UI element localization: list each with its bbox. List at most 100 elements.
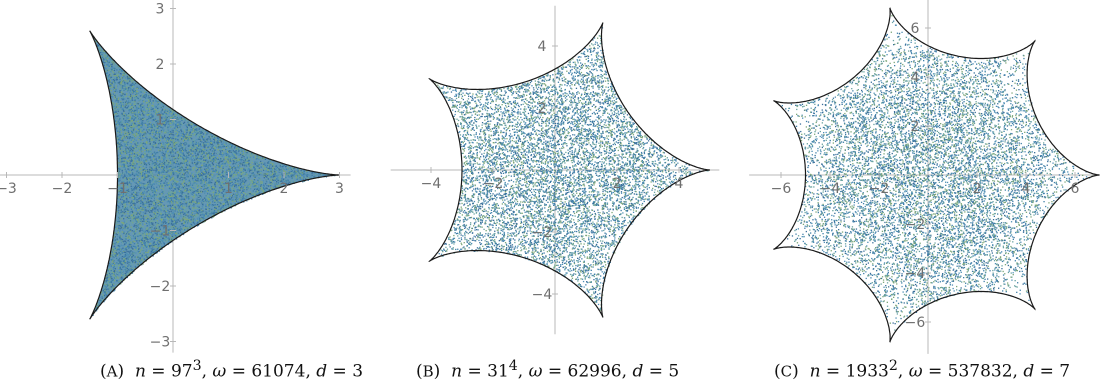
scatter-point: [209, 165, 212, 167]
scatter-point: [119, 271, 121, 273]
scatter-point: [147, 129, 149, 131]
scatter-point: [116, 69, 118, 71]
scatter-point: [155, 114, 157, 117]
scatter-point: [214, 159, 216, 162]
scatter-point: [173, 215, 175, 217]
scatter-point: [179, 151, 182, 154]
scatter-point: [126, 210, 128, 213]
scatter-point: [132, 145, 134, 147]
scatter-point: [148, 116, 150, 118]
scatter-point: [222, 181, 224, 183]
scatter-point: [185, 160, 188, 162]
scatter-point: [165, 177, 167, 180]
scatter-point: [181, 171, 184, 173]
scatter-point: [171, 193, 173, 195]
scatter-point: [125, 128, 127, 130]
scatter-point: [275, 172, 278, 174]
scatter-point: [116, 247, 118, 249]
scatter-point: [135, 193, 137, 195]
scatter-point: [162, 116, 164, 119]
scatter-point: [228, 169, 230, 171]
scatter-point: [232, 183, 235, 185]
scatter-point: [154, 117, 156, 120]
scatter-point: [218, 166, 220, 168]
scatter-point: [247, 188, 249, 190]
scatter-point: [149, 163, 152, 165]
scatter-point: [166, 182, 168, 184]
scatter-point: [276, 181, 278, 183]
scatter-point: [274, 184, 277, 186]
scatter-point: [166, 184, 169, 186]
scatter-point: [122, 107, 124, 109]
scatter-point: [114, 74, 117, 77]
scatter-point: [162, 127, 164, 129]
scatter-point: [238, 167, 240, 169]
scatter-point: [135, 144, 137, 146]
scatter-point: [211, 181, 213, 184]
scatter-point: [118, 104, 120, 106]
scatter-point: [245, 195, 247, 198]
scatter-point: [111, 79, 113, 81]
scatter-point: [133, 115, 135, 118]
scatter-point: [129, 86, 131, 88]
scatter-point: [165, 139, 167, 142]
scatter-point: [175, 190, 177, 192]
scatter-point: [142, 229, 144, 231]
scatter-point: [271, 183, 273, 185]
scatter-point: [158, 250, 161, 252]
scatter-point: [106, 60, 108, 62]
scatter-point: [144, 95, 146, 97]
scatter-point: [170, 150, 172, 152]
scatter-point: [305, 174, 307, 176]
scatter-point: [106, 274, 108, 276]
scatter-point: [148, 97, 150, 99]
scatter-point: [190, 226, 193, 228]
scatter-point: [121, 191, 123, 193]
scatter-point: [148, 101, 150, 103]
scatter-point: [164, 180, 167, 182]
scatter-point: [210, 137, 212, 139]
scatter-point: [154, 243, 156, 245]
scatter-point: [241, 173, 243, 175]
scatter-point: [139, 197, 141, 199]
scatter-point: [186, 160, 189, 162]
scatter-point: [143, 154, 145, 156]
scatter-point: [147, 181, 149, 183]
scatter-point: [137, 205, 139, 207]
scatter-point: [221, 172, 223, 174]
scatter-point: [222, 203, 224, 205]
scatter-point: [117, 131, 119, 134]
scatter-point: [139, 238, 141, 240]
scatter-point: [188, 207, 191, 209]
scatter-point: [198, 216, 200, 218]
scatter-point: [219, 205, 222, 207]
scatter-point: [186, 185, 188, 187]
scatter-point: [137, 131, 139, 133]
scatter-point: [120, 272, 122, 275]
scatter-point: [200, 139, 202, 141]
scatter-point: [151, 220, 153, 223]
scatter-point: [198, 163, 200, 165]
scatter-point: [255, 175, 257, 177]
scatter-point: [131, 103, 133, 105]
scatter-point: [148, 256, 150, 258]
scatter-point: [149, 158, 151, 161]
scatter-point: [133, 201, 135, 204]
scatter-point: [258, 156, 261, 158]
scatter-point: [141, 109, 143, 112]
scatter-point: [160, 126, 162, 128]
scatter-point: [116, 98, 118, 100]
scatter-point: [153, 228, 155, 230]
scatter-point: [219, 146, 222, 148]
scatter-point: [137, 154, 139, 156]
scatter-point: [220, 184, 222, 186]
scatter-point: [241, 187, 243, 190]
scatter-point: [180, 126, 182, 128]
scatter-point: [230, 168, 233, 170]
scatter-point: [246, 156, 248, 158]
scatter-points: [91, 33, 336, 316]
scatter-point: [280, 169, 282, 171]
scatter-point: [124, 117, 127, 119]
scatter-point: [138, 96, 140, 98]
scatter-point: [282, 174, 284, 176]
